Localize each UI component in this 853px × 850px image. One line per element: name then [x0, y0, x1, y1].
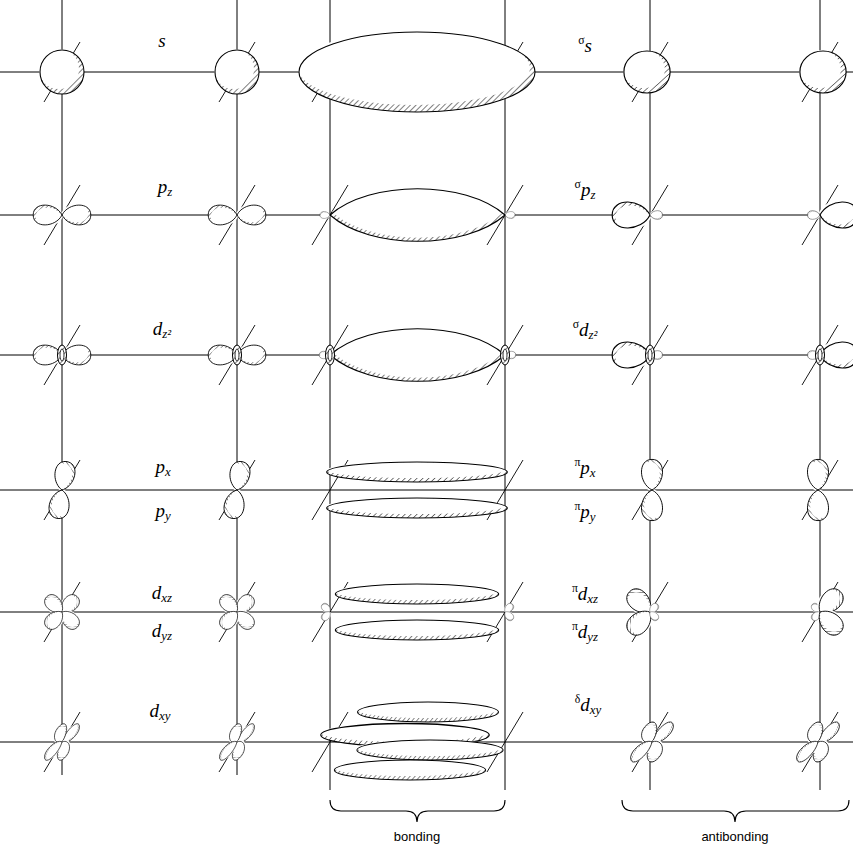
orbital-label: dxy [148, 700, 173, 724]
orbital-letter: s [584, 35, 591, 56]
orbital-label: s [156, 30, 167, 51]
orbital-label: δdxy [573, 693, 604, 718]
orbital-subscript: z [590, 186, 595, 201]
orbital-letter: p [580, 500, 590, 521]
orbital-subscript: z [167, 628, 172, 643]
orbital-subscript: z [167, 590, 172, 605]
orbital-symmetry: π [574, 456, 580, 469]
axis-lines [0, 0, 853, 790]
orbital-letter: p [155, 500, 165, 521]
orbital-label: py [153, 500, 172, 524]
orbital-subscript: y [165, 708, 171, 723]
orbital-label: πdyz [570, 620, 600, 645]
orbital-subscript: y [165, 508, 171, 523]
orbital-subscript: y [587, 628, 593, 643]
orbital-subscript: ² [594, 326, 598, 341]
orbital-letter: d [578, 582, 588, 603]
orbital-symmetry: π [572, 582, 578, 595]
orbital-label: σs [576, 34, 594, 56]
orbital-subscript: x [590, 464, 596, 479]
group-braces [330, 800, 849, 822]
orbital-letter: p [581, 178, 591, 199]
orbital-letter: s [158, 30, 165, 51]
orbital-subscript: y [161, 628, 167, 643]
orbital-subscript: x [159, 708, 165, 723]
orbital-subscript: x [587, 590, 593, 605]
orbital-label: pz [156, 176, 175, 200]
orbital-symmetry: σ [575, 178, 581, 191]
orbital-label: πpy [572, 500, 597, 525]
orbital-letter: d [150, 700, 160, 721]
d-delta-orbitals [38, 702, 848, 780]
group-label: antibonding [699, 829, 770, 844]
orbital-label: πpx [572, 456, 597, 481]
orbital-subscript: y [596, 701, 602, 716]
orbital-letter: d [153, 318, 163, 339]
orbital-label: dxz [150, 582, 174, 606]
orbital-letter: p [158, 176, 168, 197]
orbital-subscript: z [593, 628, 598, 643]
orbital-label: dyz [150, 620, 174, 644]
orbital-subscript: y [590, 508, 596, 523]
orbital-letter: d [152, 620, 162, 641]
orbital-label: σdz² [571, 318, 600, 343]
orbital-letter: d [580, 693, 590, 714]
orbital-subscript: x [165, 464, 171, 479]
perspective-axes [44, 42, 838, 772]
orbital-label: σpz [573, 178, 598, 203]
orbital-subscript: ² [167, 326, 171, 341]
orbital-subscript: z [162, 326, 167, 341]
orbital-letter: p [155, 456, 165, 477]
orbital-label: px [153, 456, 172, 480]
orbital-letter: d [152, 582, 162, 603]
orbital-subscript: z [593, 590, 598, 605]
orbital-subscript: x [590, 701, 596, 716]
orbital-subscript: x [161, 590, 167, 605]
orbital-symmetry: σ [578, 34, 584, 47]
orbital-letter: p [580, 456, 590, 477]
orbital-symmetry: σ [573, 318, 579, 331]
orbital-symmetry: δ [575, 693, 581, 706]
orbital-symmetry: π [572, 620, 578, 633]
orbital-label: dz² [151, 318, 173, 342]
orbital-subscript: z [167, 184, 172, 199]
orbital-letter: d [578, 620, 588, 641]
orbital-letter: d [579, 318, 589, 339]
orbital-label: πdxz [570, 582, 600, 607]
orbital-symmetry: π [574, 500, 580, 513]
orbital-subscript: z [588, 326, 593, 341]
group-label: bonding [392, 829, 442, 844]
